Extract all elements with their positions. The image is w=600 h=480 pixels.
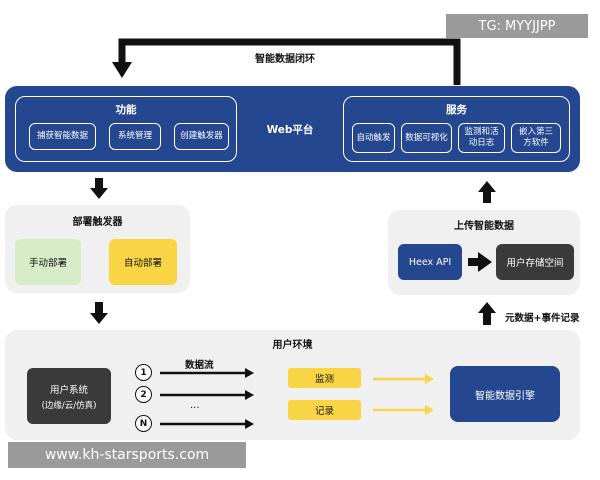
- monitor-box: 监测: [288, 368, 361, 388]
- services-group: 服务 自动触发 数据可视化 监测和活 动日志 嵌入第三 方软件: [343, 96, 570, 162]
- auto-deploy-box: 自动部署: [109, 239, 177, 285]
- service-auto-trigger: 自动触发: [352, 123, 395, 153]
- service-embed-third-party: 嵌入第三 方软件: [511, 123, 561, 153]
- functions-title: 功能: [115, 104, 137, 116]
- user-storage-box: 用户存储空间: [496, 244, 574, 280]
- stream-ellipsis: ...: [190, 400, 200, 411]
- upload-panel: 上传智能数据 Heex API 用户存储空间: [388, 210, 580, 295]
- upload-title: 上传智能数据: [454, 221, 514, 232]
- service-data-visualization: 数据可视化: [401, 123, 452, 153]
- deploy-trigger-panel: 部署触发器 手动部署 自动部署: [5, 205, 190, 293]
- watermark-top: TG: MYYJJPP: [446, 14, 588, 38]
- web-platform-panel: 功能 捕获智能数据 系统管理 创建触发器 Web平台 服务 自动触发 数据可视化…: [5, 86, 580, 172]
- deploy-trigger-title: 部署触发器: [72, 217, 123, 228]
- function-capture-data: 捕获智能数据: [29, 123, 96, 150]
- record-box: 记录: [288, 400, 361, 420]
- function-system-admin: 系统管理: [109, 123, 161, 150]
- user-system-box: 用户系统 (边缘/云/仿真): [27, 368, 111, 424]
- web-platform-label: Web平台: [266, 124, 314, 136]
- stream-1-badge: 1: [135, 364, 152, 381]
- stream-2-badge: 2: [135, 386, 152, 403]
- user-env-panel: 用户环境 用户系统 (边缘/云/仿真) 数据流 1 2 N ... 监测 记录 …: [5, 330, 580, 440]
- function-create-trigger: 创建触发器: [174, 123, 229, 150]
- watermark-bottom: www.kh-starsports.com: [8, 442, 246, 468]
- user-system-name: 用户系统: [49, 384, 88, 396]
- data-flow-label: 数据流: [185, 360, 214, 371]
- manual-deploy-box: 手动部署: [15, 239, 81, 285]
- metadata-label: 元数据+事件记录: [505, 313, 580, 324]
- user-system-sub: (边缘/云/仿真): [41, 400, 97, 411]
- service-monitor-log: 监测和活 动日志: [458, 123, 505, 153]
- smart-data-engine-box: 智能数据引擎: [450, 366, 560, 422]
- functions-group: 功能 捕获智能数据 系统管理 创建触发器: [15, 96, 237, 162]
- loop-label: 智能数据闭环: [255, 54, 315, 65]
- heex-api-box: Heex API: [398, 244, 462, 280]
- user-env-title: 用户环境: [272, 340, 313, 351]
- stream-n-badge: N: [135, 415, 152, 432]
- services-title: 服务: [446, 104, 467, 116]
